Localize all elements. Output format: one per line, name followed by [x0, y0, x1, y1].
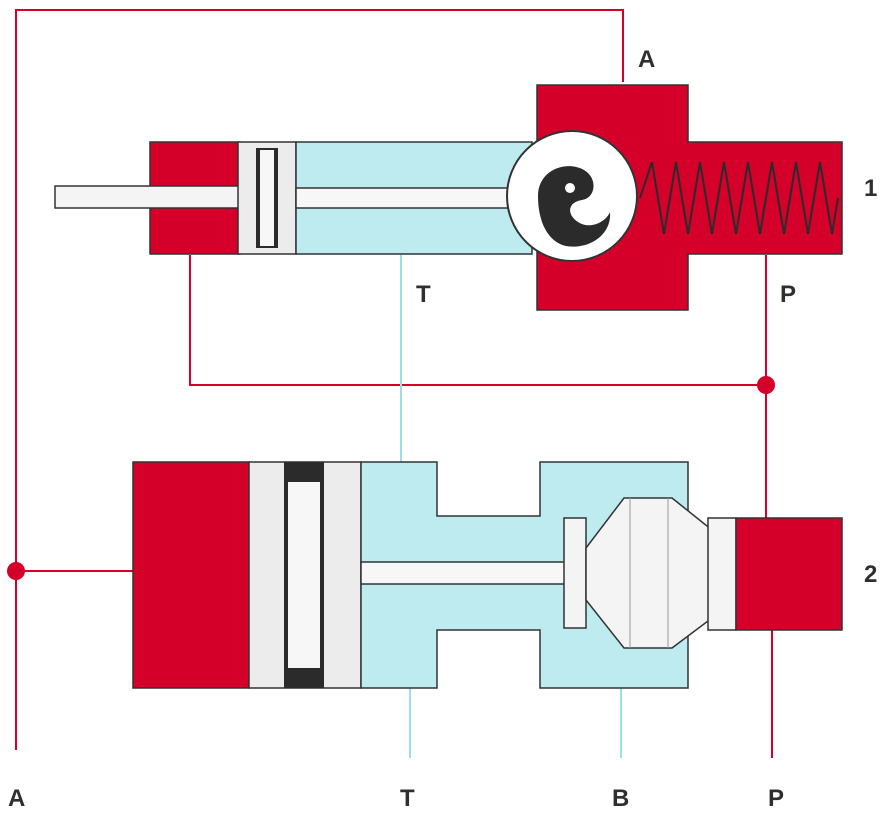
valve2-poppet-tail: [707, 517, 737, 631]
label-top-port-t: T: [416, 281, 431, 308]
valve1-spring: [639, 161, 839, 235]
valve2-right-chamber: [735, 517, 843, 631]
valve2-left-chamber: [132, 461, 250, 689]
junction-dot-p: [757, 376, 775, 394]
valve2-poppet-guide: [563, 517, 587, 629]
label-valve-2: 2: [864, 561, 877, 588]
valve1-swirl-dot: [565, 183, 575, 193]
label-top-port-a: A: [638, 46, 655, 73]
label-bottom-port-t: T: [400, 785, 415, 812]
valve1-cross-housing: [536, 84, 843, 311]
valve1-piston-rod: [54, 185, 246, 209]
valve2-piston-core: [288, 482, 320, 668]
valve-1: [54, 84, 843, 311]
label-bottom-port-p: P: [768, 785, 784, 812]
valve-2: [132, 461, 843, 689]
pilot-line-a: [15, 9, 624, 750]
label-bottom-port-a: A: [8, 785, 25, 812]
label-valve-1: 1: [864, 175, 877, 202]
tank-lines: [400, 255, 622, 758]
line-cylinder-to-p: [189, 255, 766, 386]
label-top-port-p: P: [780, 281, 796, 308]
valve2-stem: [360, 561, 570, 585]
valve1-piston-core: [260, 150, 274, 246]
label-bottom-port-b: B: [612, 785, 629, 812]
junction-dot-a: [7, 562, 25, 580]
valve1-ball-swirl: [538, 166, 611, 247]
valve1-inner-rod: [295, 187, 511, 209]
line-a-loop: [15, 9, 624, 750]
